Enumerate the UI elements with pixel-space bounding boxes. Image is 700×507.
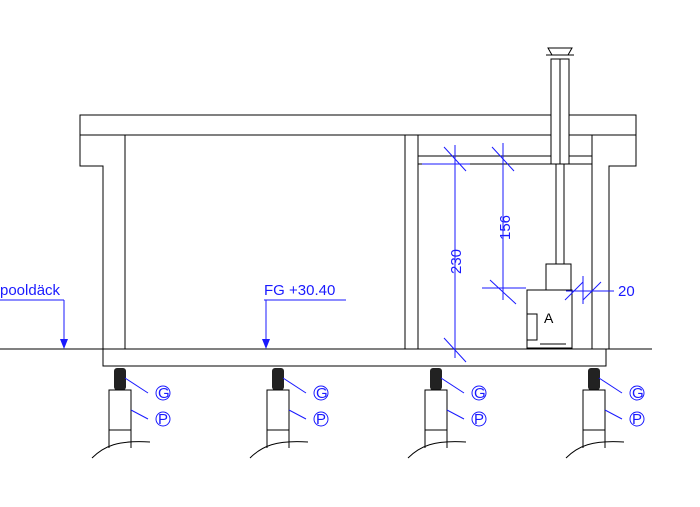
marker-p: P: [474, 411, 484, 428]
marker-g: G: [474, 385, 486, 402]
floor-slab: [102, 348, 607, 367]
foundation-2: [249, 368, 329, 459]
roof: [79, 114, 637, 349]
dim-230-text: 230: [448, 249, 465, 274]
marker-g: G: [158, 385, 170, 402]
marker-p: P: [316, 411, 326, 428]
heater-label: A: [544, 310, 554, 326]
chimney: [546, 47, 574, 264]
dimension-156: 156: [482, 143, 526, 305]
pooldeck-callout: pooldäck: [0, 282, 68, 349]
walls: [124, 134, 593, 349]
foundation-1: [91, 368, 171, 459]
sauna-heater: A: [526, 263, 573, 349]
pooldeck-label: pooldäck: [0, 282, 61, 299]
floor-level-callout: FG +30.40: [262, 282, 346, 349]
marker-p: P: [632, 411, 642, 428]
marker-p: P: [158, 411, 168, 428]
foundation-3: [407, 368, 487, 459]
marker-g: G: [316, 385, 328, 402]
dim-156-text: 156: [497, 215, 514, 240]
dimension-230: 230: [422, 145, 470, 363]
marker-labels: G P G P G P G P: [158, 385, 644, 428]
foundation-4: [565, 368, 645, 459]
dim-20-text: 20: [618, 283, 635, 300]
floor-level-label: FG +30.40: [264, 282, 335, 299]
marker-g: G: [632, 385, 644, 402]
dimension-20: 20: [564, 276, 635, 304]
